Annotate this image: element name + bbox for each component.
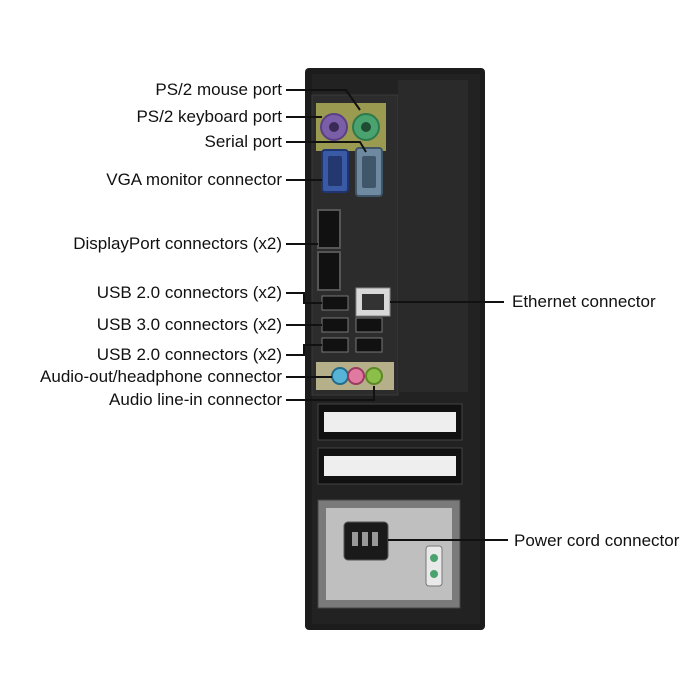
audio-in-jack <box>365 367 383 385</box>
vent-grid <box>398 80 468 392</box>
vga-connector <box>321 149 349 193</box>
ethernet-port <box>355 287 391 317</box>
label-ps2-mouse-port: PS/2 mouse port <box>155 80 282 99</box>
label-usb2-connectors-top: USB 2.0 connectors (x2) <box>96 283 282 302</box>
label-ps2-keyboard-port: PS/2 keyboard port <box>136 107 282 126</box>
label-ethernet-connector: Ethernet connector <box>512 292 656 311</box>
audio-out-jack <box>331 367 349 385</box>
label-vga-monitor-connector: VGA monitor connector <box>106 170 282 189</box>
label-displayport-connectors: DisplayPort connectors (x2) <box>73 234 282 253</box>
leader-lines <box>286 89 375 401</box>
label-power-cord-connector: Power cord connector <box>514 531 680 550</box>
serial-port <box>355 147 383 197</box>
label-audio-line-in-connector: Audio line-in connector <box>109 390 282 409</box>
label-usb3-connectors: USB 3.0 connectors (x2) <box>96 315 282 334</box>
power-supply <box>317 499 461 609</box>
expansion-slots <box>317 403 463 485</box>
label-audio-out-connector: Audio-out/headphone connector <box>40 367 282 386</box>
ps2-area <box>316 103 386 151</box>
label-serial-port: Serial port <box>204 132 282 151</box>
leader-lines-right <box>388 301 508 541</box>
usb-connectors <box>321 295 383 353</box>
label-usb2-connectors-bottom: USB 2.0 connectors (x2) <box>96 345 282 364</box>
displayport-connectors <box>317 209 341 291</box>
